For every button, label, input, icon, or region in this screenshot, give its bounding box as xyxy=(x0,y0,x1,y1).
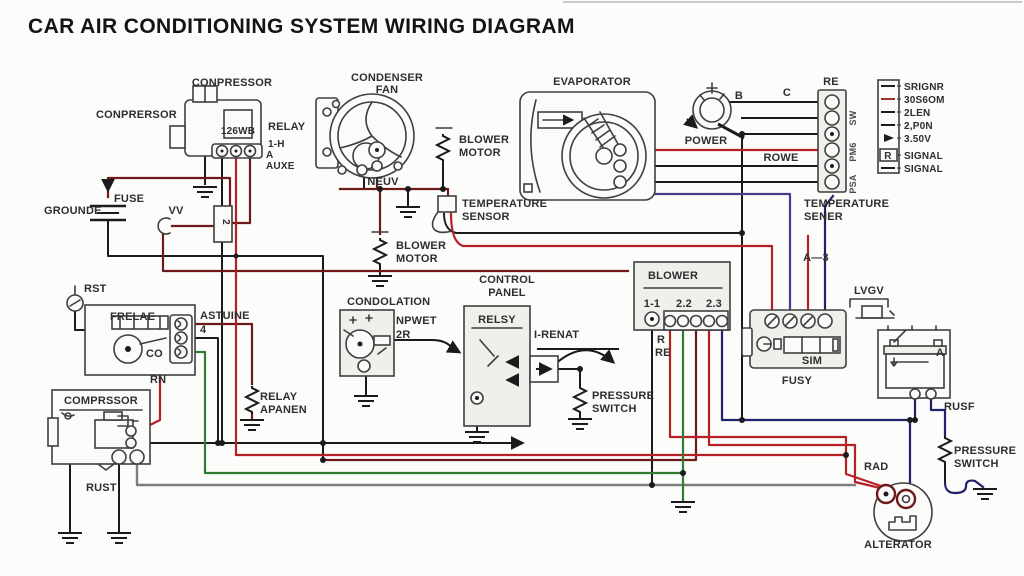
condolation-module xyxy=(339,309,395,377)
condolation-label: CONDOLATION xyxy=(347,296,430,308)
relay-pin2-label: A xyxy=(266,150,273,161)
blower-t3-label: 2.3 xyxy=(706,298,722,310)
wires xyxy=(57,101,998,544)
evaporator xyxy=(519,91,656,201)
co-label: CO xyxy=(146,348,163,360)
connector-v3-label: PSA xyxy=(848,174,858,193)
rowe-label: ROWE xyxy=(763,152,798,164)
compressor-relay-unit xyxy=(169,85,263,159)
relay-apanen-label-2: APANEN xyxy=(260,404,307,416)
relay-apanen-label-1: RELAY xyxy=(260,391,298,403)
temp-sensor-label-1: TEMPERATURE xyxy=(462,198,547,210)
relay-pin3-label: AUXE xyxy=(266,161,295,172)
legend-r-box-letter: R xyxy=(884,151,892,162)
battery-box xyxy=(877,325,951,400)
condenser-fan xyxy=(315,93,415,179)
rst-sensor xyxy=(66,285,84,312)
comprssor-label: COMPRSSOR xyxy=(64,395,138,407)
legend-text-7: SIGNAL xyxy=(904,164,943,175)
legend-text-2: 30S6OM xyxy=(904,95,945,106)
power-switch xyxy=(692,82,745,140)
blower-motor2-label-2: MOTOR xyxy=(396,253,438,265)
blower-box xyxy=(633,261,731,331)
irenat-label: I-RENAT xyxy=(534,329,579,341)
a3-label: A—3 xyxy=(803,252,829,264)
comprssor-box xyxy=(47,389,151,471)
lvgv-label: LVGV xyxy=(854,285,884,297)
rst-label: RST xyxy=(84,283,107,295)
rn-label: RN xyxy=(150,374,166,386)
fuse-label: FUSE xyxy=(114,193,144,205)
alternator-label: ALTERATOR xyxy=(864,539,932,551)
legend-text-3: 2LEN xyxy=(904,108,930,119)
wire-b-label: B xyxy=(735,90,743,102)
evaporator-label: EVAPORATOR xyxy=(553,76,631,88)
relsy-label: RELSY xyxy=(478,314,516,326)
control-panel-label-1: CONTROL xyxy=(479,274,535,286)
blower-t1-label: 1-1 xyxy=(644,298,661,310)
connector-v1-label: SW xyxy=(848,110,858,125)
ground-battery-fuse xyxy=(90,204,233,243)
neuv-label: NEUV xyxy=(367,176,399,188)
frelae-label: FRELAE xyxy=(110,311,155,323)
blower-re-label: RE xyxy=(655,347,671,359)
legend xyxy=(877,79,901,174)
blower-r-label: R xyxy=(657,334,665,346)
fusy-label: FUSY xyxy=(782,375,813,387)
pressure-switch1-label-1: PRESSURE xyxy=(592,390,654,402)
temperature-sensor xyxy=(431,195,457,233)
sim-label: SIM xyxy=(802,355,822,367)
lvgv-connector xyxy=(849,298,895,319)
blower-t2-label: 2.2 xyxy=(676,298,692,310)
npwet2-label: 2R xyxy=(396,329,410,341)
relay-pin1-label: 1-H xyxy=(268,139,285,150)
battery-a-label: A xyxy=(936,347,944,359)
power-label: POWER xyxy=(685,135,728,147)
condenser-fan-label-1: CONDENSER xyxy=(351,72,423,84)
legend-arrow-icon xyxy=(884,134,894,142)
compressor-top-label: CONPRESSOR xyxy=(192,77,272,89)
vv-label: VV xyxy=(168,205,184,217)
blower-box-label: BLOWER xyxy=(648,270,698,282)
fuse-box xyxy=(213,205,233,243)
alternator xyxy=(873,482,933,542)
temperature-sener-connector xyxy=(817,89,847,193)
blower-motor1-label-1: BLOWER xyxy=(459,134,509,146)
rad-label: RAD xyxy=(864,461,888,473)
legend-text-4: 2,P0N xyxy=(904,121,933,132)
temp-sener-label-2: SENER xyxy=(804,211,843,223)
relay-label: RELAY xyxy=(268,121,306,133)
npwet-label: NPWET xyxy=(396,315,437,327)
astuine-label: ASTUINE xyxy=(200,310,250,322)
page-title: CAR AIR CONDITIONING SYSTEM WIRING DIAGR… xyxy=(28,15,575,38)
legend-text-5: 3.50V xyxy=(904,134,931,145)
wire-c-label: C xyxy=(783,87,791,99)
pressure-switch1-label-2: SWITCH xyxy=(592,403,637,415)
legend-text-1: SRIGNR xyxy=(904,82,945,93)
text-labels: CONPRESSOR CONPRERSOR RELAY 126WB 1-H A … xyxy=(44,72,1016,551)
vv-coil-icon xyxy=(157,217,171,235)
blower-motor2-label-1: BLOWER xyxy=(396,240,446,252)
temp-sener-label-1: TEMPERATURE xyxy=(804,198,889,210)
pressure-switch2-label-2: SWITCH xyxy=(954,458,999,470)
compressor-left-label: CONPRERSOR xyxy=(96,109,177,121)
relay-code-label: 126WB xyxy=(221,126,255,137)
frelae-relay-box xyxy=(84,304,196,376)
control-panel xyxy=(463,305,559,427)
legend-text-6: SIGNAL xyxy=(904,151,943,162)
condenser-fan-label-2: FAN xyxy=(376,84,399,96)
pressure-switch2-label-1: PRESSURE xyxy=(954,445,1016,457)
connector-v2-label: PM6 xyxy=(848,142,858,161)
astuine-num-label: 4 xyxy=(200,324,207,336)
temp-sensor-label-2: SENSOR xyxy=(462,211,510,223)
fusy-fuse-module xyxy=(741,309,847,369)
rust-label: RUST xyxy=(86,482,117,494)
blower-motor1-label-2: MOTOR xyxy=(459,147,501,159)
connector-re-label: RE xyxy=(823,76,839,88)
rusf-label: RUSF xyxy=(944,401,975,413)
control-panel-label-2: PANEL xyxy=(488,287,526,299)
fuse-box-label: 2 xyxy=(220,219,231,225)
grounde-label: GROUNDE xyxy=(44,205,102,217)
